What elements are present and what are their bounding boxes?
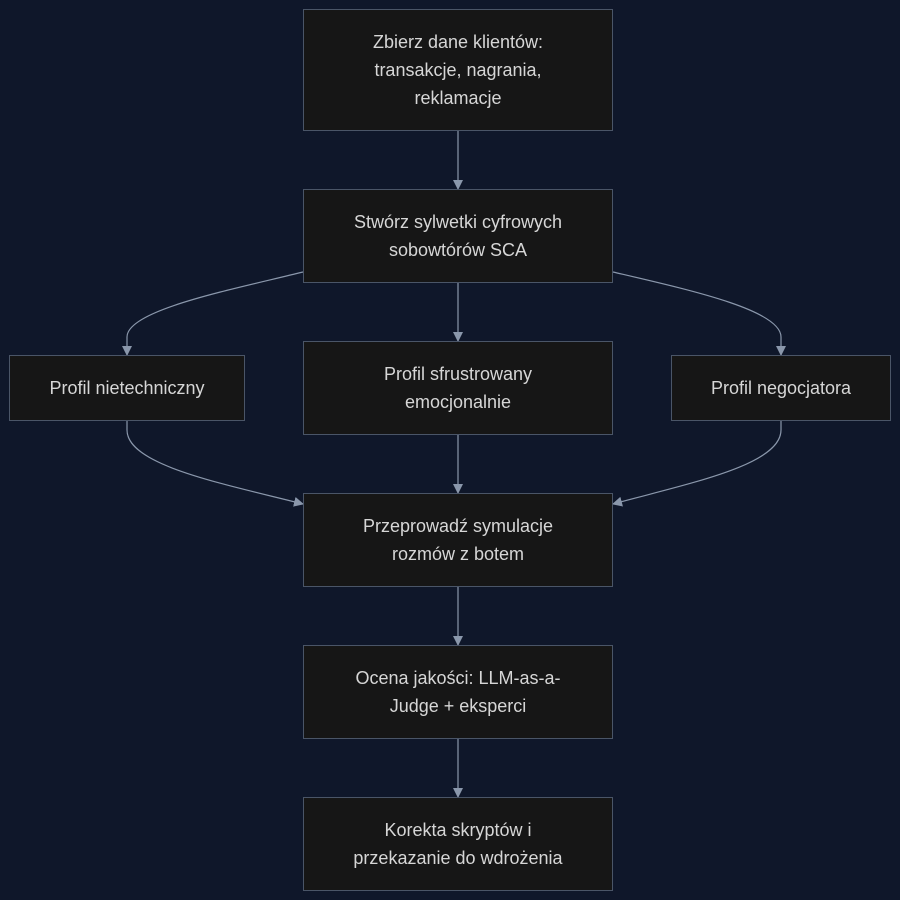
node-profile-negotiator: Profil negocjatora: [671, 355, 891, 421]
node-profile-frustrated: Profil sfrustrowany emocjonalnie: [303, 341, 613, 435]
node-collect-data: Zbierz dane klientów: transakcje, nagran…: [303, 9, 613, 131]
node-profile-nontechnical: Profil nietechniczny: [9, 355, 245, 421]
node-collect-data-label: Zbierz dane klientów: transakcje, nagran…: [372, 32, 544, 108]
node-profile-negotiator-label: Profil negocjatora: [710, 378, 852, 398]
node-create-personas: Stwórz sylwetki cyfrowych sobowtórów SCA: [303, 189, 613, 283]
node-run-simulations-label: Przeprowadź symulacje rozmów z botem: [362, 516, 554, 564]
edge-nontechnical-to-simulations: [126, 421, 304, 507]
node-create-personas-label: Stwórz sylwetki cyfrowych sobowtórów SCA: [353, 212, 563, 260]
node-profile-frustrated-label: Profil sfrustrowany emocjonalnie: [383, 364, 533, 412]
node-run-simulations: Przeprowadź symulacje rozmów z botem: [303, 493, 613, 587]
node-profile-nontechnical-label: Profil nietechniczny: [49, 378, 205, 398]
edge-negotiator-to-simulations: [612, 421, 782, 507]
node-script-correction: Korekta skryptów i przekazanie do wdroże…: [303, 797, 613, 891]
edge-personas-to-negotiator: [612, 271, 786, 356]
node-script-correction-label: Korekta skryptów i przekazanie do wdroże…: [353, 820, 563, 868]
edge-personas-to-nontechnical: [122, 271, 304, 356]
node-quality-assessment: Ocena jakości: LLM-as-a-Judge + eksperci: [303, 645, 613, 739]
node-quality-assessment-label: Ocena jakości: LLM-as-a-Judge + eksperci: [355, 668, 561, 716]
